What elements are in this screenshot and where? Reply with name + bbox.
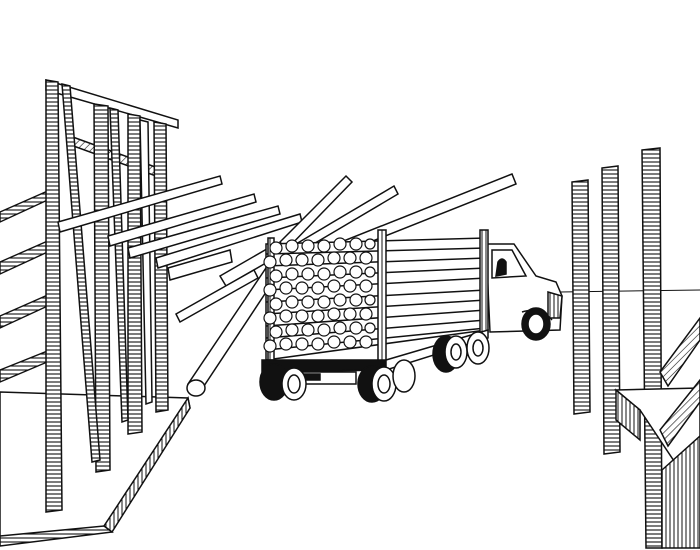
loader-frame (45, 78, 179, 513)
log-truck (259, 229, 563, 403)
right-posts (571, 147, 663, 549)
airborne-logs (175, 173, 517, 397)
loader-arms (57, 175, 303, 281)
front-wheel (521, 307, 551, 341)
driver-figure (495, 258, 507, 277)
log-ends (263, 237, 376, 353)
drive-wheels (432, 331, 490, 373)
left-braces (0, 189, 53, 383)
right-platform (613, 316, 700, 549)
rear-wheels (259, 359, 416, 403)
